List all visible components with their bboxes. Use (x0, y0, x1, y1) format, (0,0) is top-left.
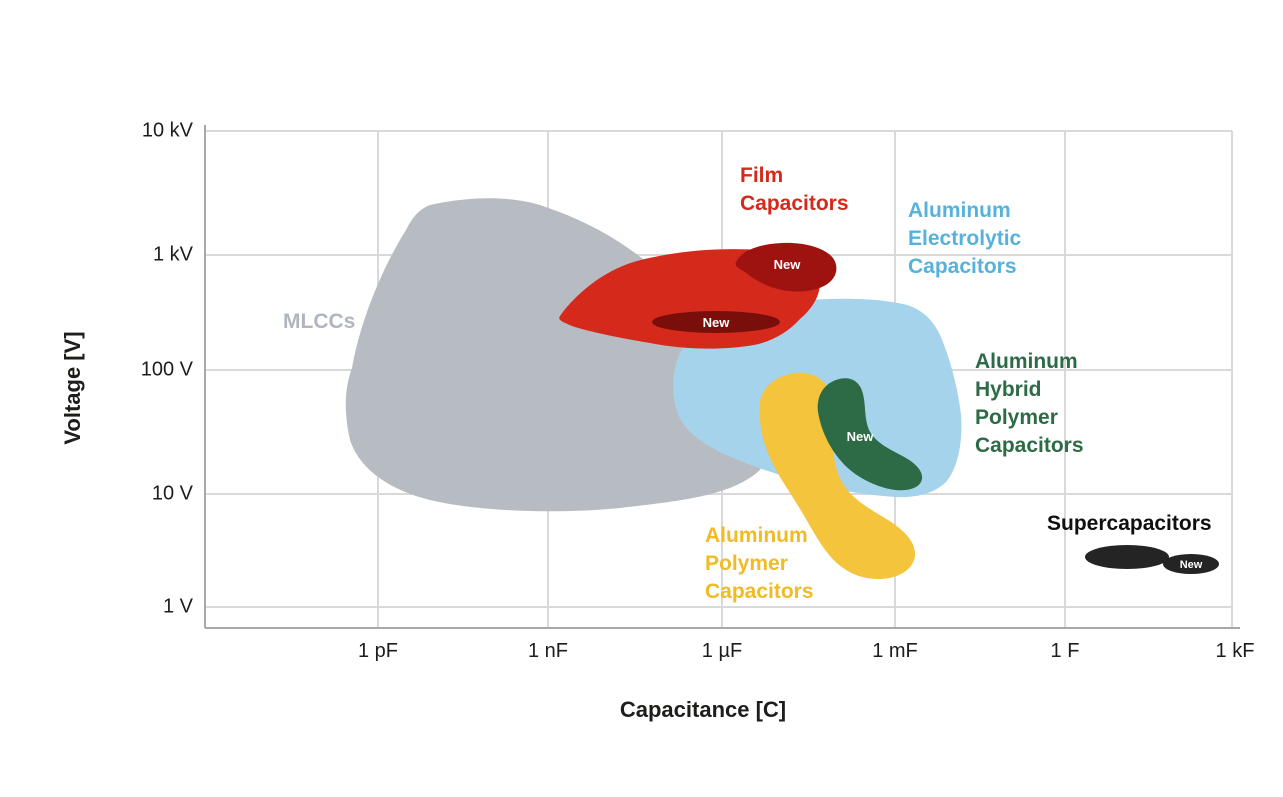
y-tick-10kV: 10 kV (141, 119, 193, 142)
polymer-label: Aluminum Polymer Capacitors (705, 524, 814, 603)
new-badge-film-ellipse: New (703, 315, 731, 330)
axis-lines (204, 125, 1240, 629)
y-tick-100V: 100 V (140, 358, 193, 381)
new-badge-hybrid: New (847, 429, 875, 444)
x-tick-1mF: 1 mF (872, 640, 918, 662)
supercap-label: Supercapacitors (1047, 512, 1212, 535)
x-tick-1pF: 1 pF (357, 640, 399, 662)
polymer-region (759, 372, 916, 579)
hybrid-region (817, 378, 923, 491)
supercap-new-region (1163, 554, 1219, 574)
y-tick-10V: 10 V (151, 482, 193, 505)
new-badge-film: New (774, 257, 802, 272)
x-axis-title: Capacitance [C] (619, 697, 787, 722)
film-new-ellipse (652, 311, 780, 333)
y-axis-title: Voltage [V] (60, 331, 85, 445)
x-tick-1kF: 1 kF (1215, 640, 1255, 662)
x-tick-1F: 1 F (1050, 640, 1080, 662)
film-label: Film Capacitors (740, 164, 849, 215)
film-new-region (735, 242, 837, 292)
hybrid-label: Aluminum Hybrid Polymer Capacitors (975, 350, 1084, 457)
y-tick-1V: 1 V (162, 595, 193, 618)
supercap-region (1085, 545, 1169, 569)
new-badge-supercap: New (1180, 559, 1203, 571)
mlcc-label: MLCCs (283, 310, 356, 333)
x-tick-1uF: 1 µF (701, 640, 743, 662)
y-tick-1kV: 1 kV (152, 243, 193, 266)
electrolytic-label: Aluminum Electrolytic Capacitors (908, 199, 1022, 278)
x-tick-1nF: 1 nF (527, 640, 569, 662)
mlcc-region (345, 198, 778, 512)
